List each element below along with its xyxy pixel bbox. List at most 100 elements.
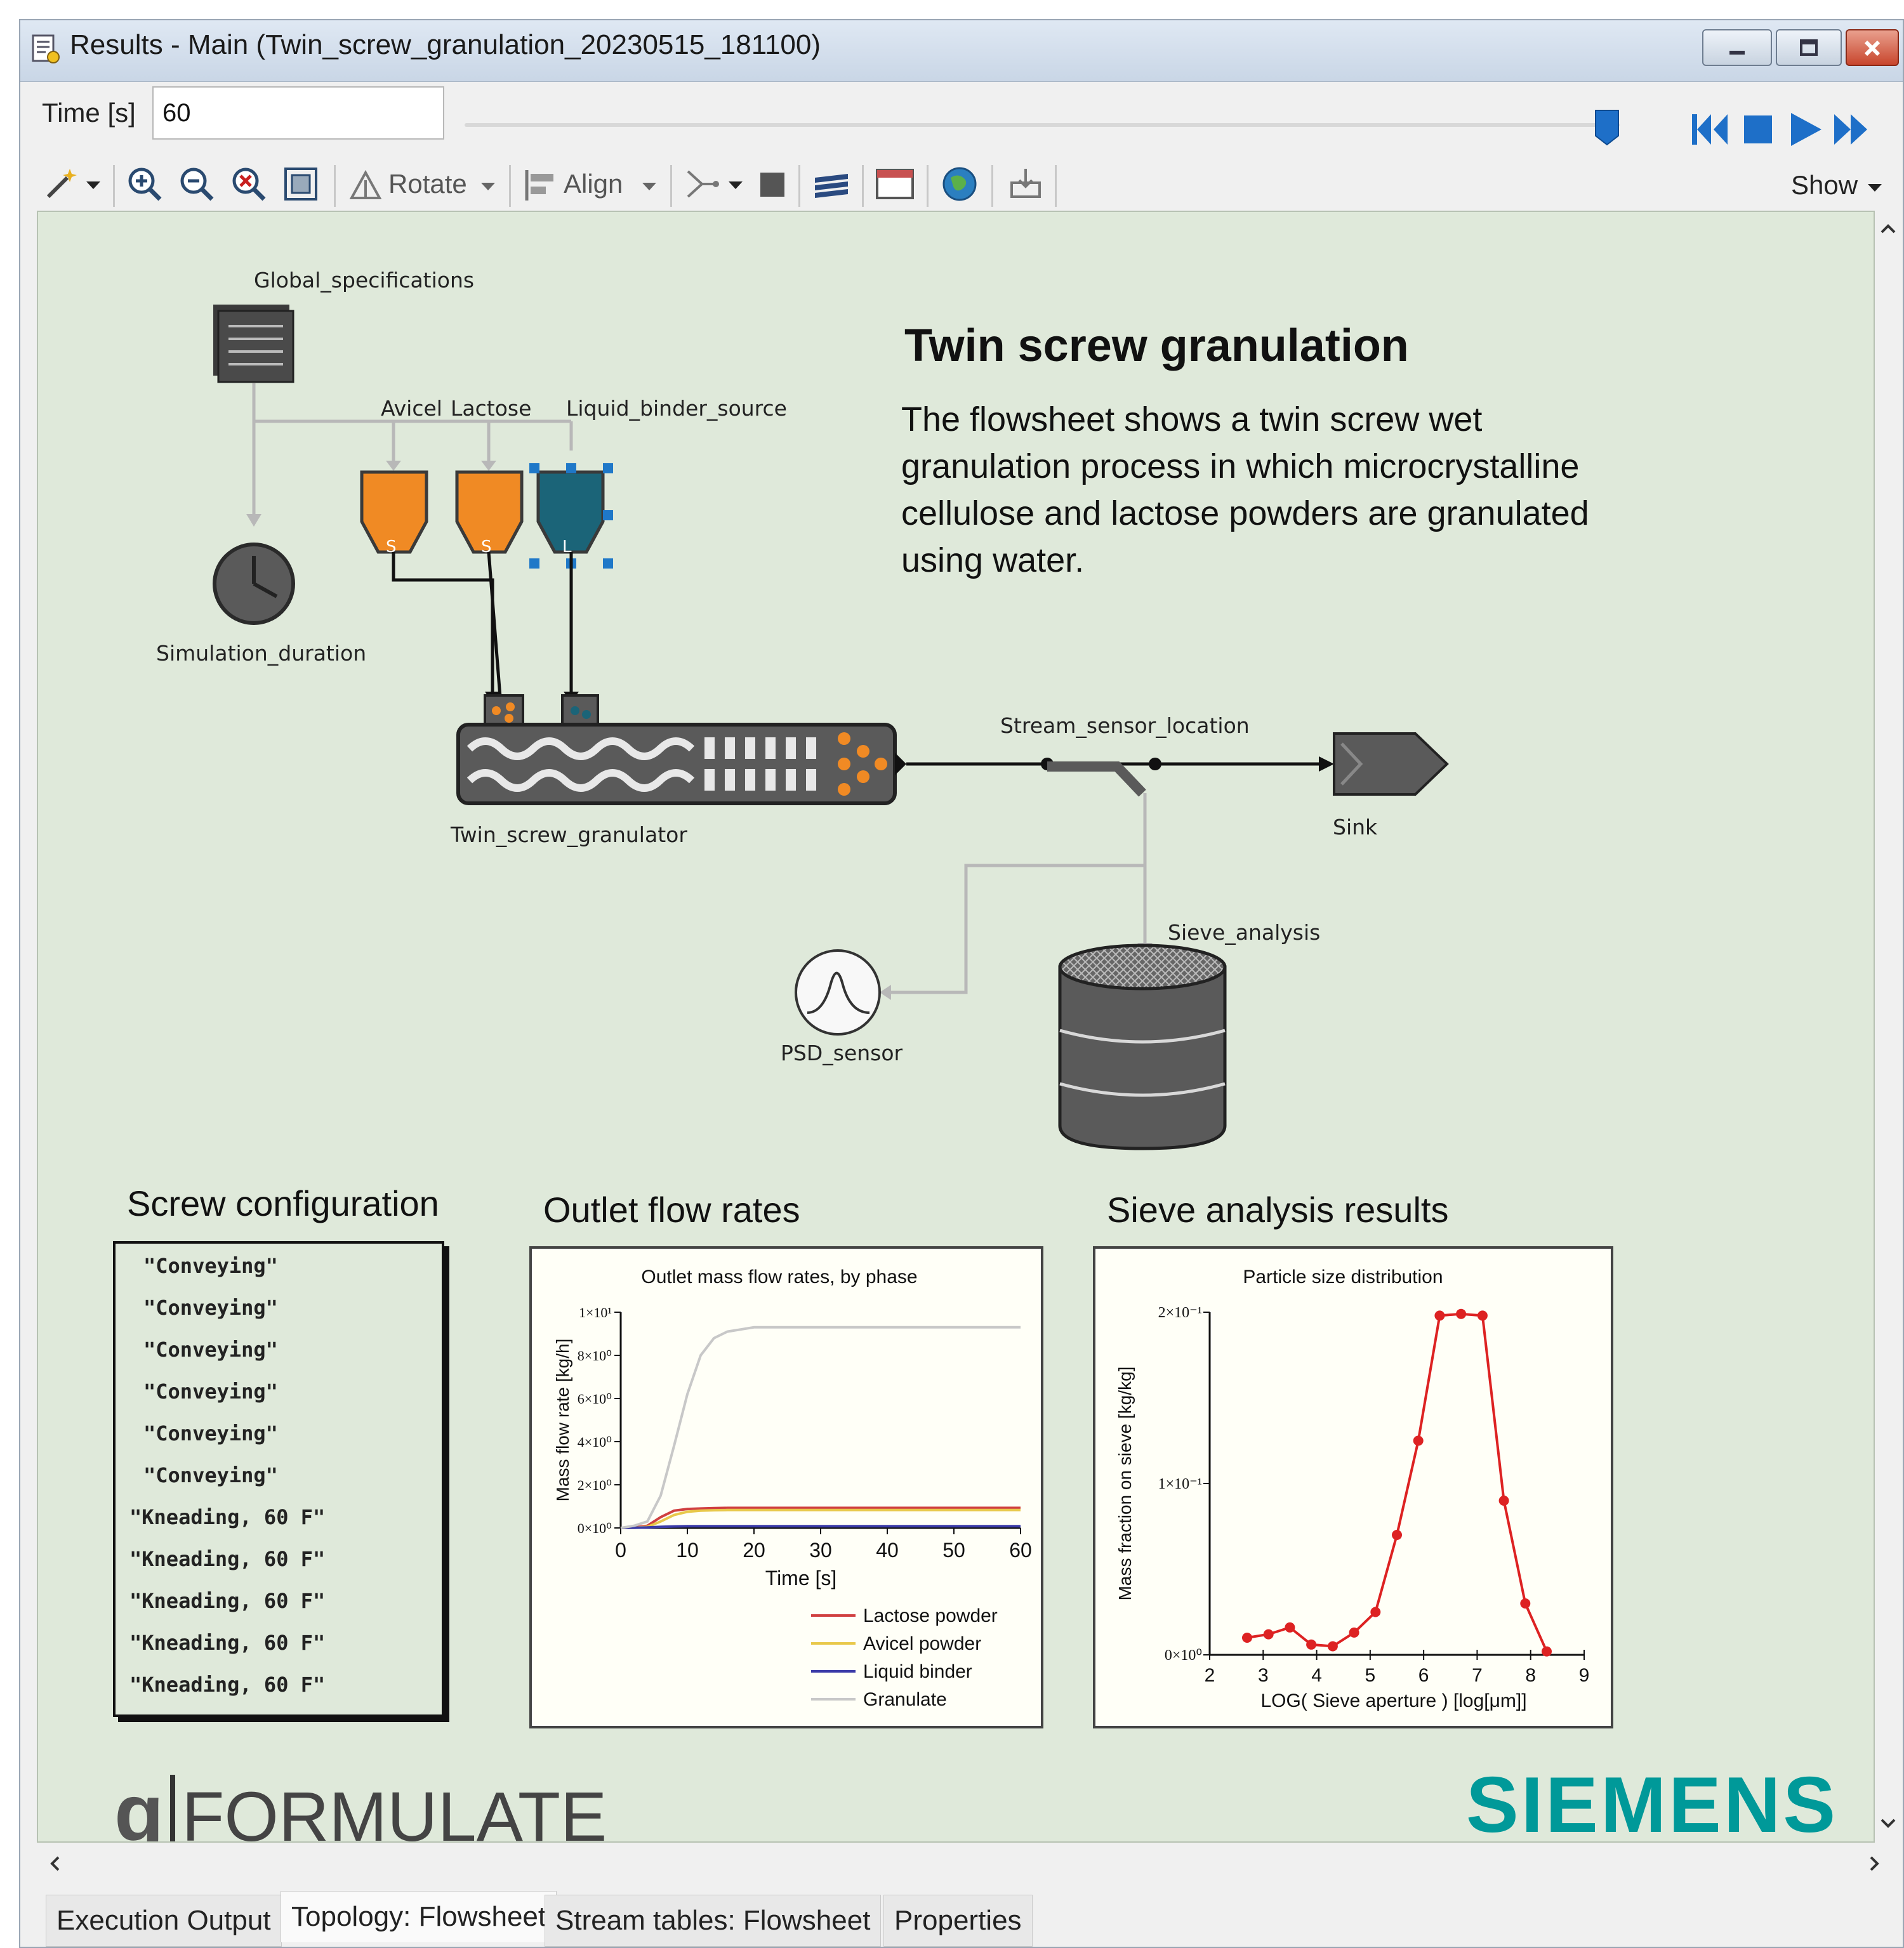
source-marker: L xyxy=(562,537,572,556)
toolbar-separator xyxy=(334,165,336,207)
chevron-down-icon[interactable] xyxy=(1879,1813,1898,1833)
screw-config-item[interactable]: "Conveying" xyxy=(143,1379,278,1404)
screw-configuration-list[interactable]: "Conveying" "Conveying" "Conveying" "Convey… xyxy=(113,1241,444,1717)
minimize-button[interactable] xyxy=(1702,29,1772,66)
screw-config-item[interactable]: "Kneading, 60 F" xyxy=(129,1673,326,1697)
sensor-connections xyxy=(882,793,1147,994)
time-slider-track[interactable] xyxy=(465,123,1620,127)
fast-forward-button[interactable] xyxy=(1832,109,1872,150)
screw-config-item[interactable]: "Conveying" xyxy=(143,1254,278,1278)
flowsheet-canvas[interactable]: S S L xyxy=(37,211,1875,1843)
rotate-icon xyxy=(349,169,382,199)
title-bar: Results - Main (Twin_screw_granulation_2… xyxy=(20,20,1903,82)
description-title: Twin screw granulation xyxy=(904,320,1409,371)
export-icon[interactable] xyxy=(1005,165,1046,203)
y-tick-label: 0×10⁰ xyxy=(1165,1647,1202,1664)
connector-icon[interactable] xyxy=(683,165,721,203)
magic-wand-icon[interactable] xyxy=(42,165,80,203)
global-specifications-label: Global_specifications xyxy=(254,268,475,293)
screw-config-item[interactable]: "Conveying" xyxy=(143,1338,278,1362)
global-specifications-block[interactable] xyxy=(213,305,294,383)
time-input[interactable]: 60 xyxy=(152,86,444,140)
fit-to-window-icon[interactable] xyxy=(282,165,320,203)
time-bar: Time [s] 60 xyxy=(20,82,1903,146)
globe-icon[interactable] xyxy=(939,165,980,203)
screw-config-item[interactable]: "Kneading, 60 F" xyxy=(129,1547,326,1571)
x-axis-label: Time [s] xyxy=(765,1567,837,1589)
gformulate-logo-text: FORMULATE xyxy=(182,1778,607,1843)
x-tick-label: 2 xyxy=(1205,1665,1215,1686)
sieve-analysis-label: Sieve_analysis xyxy=(1168,920,1321,945)
square-shape-icon[interactable] xyxy=(757,165,788,203)
chevron-up-icon[interactable] xyxy=(1879,220,1898,239)
zoom-in-icon[interactable] xyxy=(126,165,164,203)
series-line-lactose-powder xyxy=(620,1506,1021,1529)
close-button[interactable] xyxy=(1846,29,1899,66)
lactose-source-hopper[interactable]: S xyxy=(455,470,524,556)
screw-config-item[interactable]: "Conveying" xyxy=(143,1296,278,1320)
liquid-binder-source-hopper[interactable]: L xyxy=(529,463,613,569)
series-line-avicel-powder xyxy=(620,1508,1021,1529)
chevron-right-icon[interactable] xyxy=(1865,1854,1884,1873)
zoom-reset-icon[interactable] xyxy=(230,165,268,203)
twin-screw-granulator-label: Twin_screw_granulator xyxy=(451,822,687,847)
chevron-down-icon[interactable] xyxy=(84,165,103,203)
x-tick-label: 10 xyxy=(676,1539,699,1562)
screw-config-item[interactable]: "Kneading, 60 F" xyxy=(129,1714,325,1717)
screw-config-item[interactable]: "Kneading, 60 F" xyxy=(129,1505,326,1529)
psd-data-point xyxy=(1413,1435,1424,1446)
tab-execution-output[interactable]: Execution Output xyxy=(46,1895,282,1947)
x-axis-label: LOG( Sieve aperture ) [log[μm]] xyxy=(1260,1690,1526,1711)
horizontal-scrollbar[interactable] xyxy=(37,1843,1901,1885)
tab-stream-tables-flowsheet[interactable]: Stream tables: Flowsheet xyxy=(545,1895,882,1947)
y-tick-label: 2×10⁰ xyxy=(578,1477,612,1493)
maximize-button[interactable] xyxy=(1776,29,1842,66)
legend-label: Lactose powder xyxy=(863,1605,998,1626)
chevron-left-icon[interactable] xyxy=(46,1854,65,1873)
toolbar-separator xyxy=(798,165,800,207)
twin-screw-granulator-unit[interactable] xyxy=(456,694,906,805)
zoom-out-icon[interactable] xyxy=(178,165,216,203)
y-tick-label: 1×10¹ xyxy=(579,1305,612,1320)
rewind-button[interactable] xyxy=(1689,109,1730,150)
screw-config-item[interactable]: "Conveying" xyxy=(143,1463,278,1487)
x-tick-label: 0 xyxy=(615,1539,626,1562)
liquid-binder-label: Liquid_binder_source xyxy=(566,396,787,421)
clock-icon[interactable] xyxy=(213,543,295,625)
screw-config-item[interactable]: "Conveying" xyxy=(143,1421,278,1445)
selection-handles[interactable] xyxy=(529,463,613,569)
psd-data-point xyxy=(1285,1622,1295,1633)
chevron-down-icon[interactable] xyxy=(726,165,745,203)
stream-sensor-label: Stream_sensor_location xyxy=(1000,713,1250,738)
play-button[interactable] xyxy=(1785,109,1825,150)
layers-icon[interactable] xyxy=(811,165,852,203)
screw-config-item[interactable]: "Kneading, 60 F" xyxy=(129,1631,326,1655)
psd-data-point xyxy=(1498,1496,1509,1506)
avicel-source-hopper[interactable]: S xyxy=(360,470,428,556)
window-view-icon[interactable] xyxy=(875,165,915,203)
psd-data-point xyxy=(1263,1629,1274,1640)
x-tick-label: 4 xyxy=(1311,1665,1322,1686)
show-menu-button[interactable]: Show xyxy=(1791,170,1884,201)
screw-config-item[interactable]: "Kneading, 60 F" xyxy=(129,1589,326,1613)
toolbar: Rotate Align xyxy=(20,147,1903,211)
sensor-arrowhead xyxy=(880,985,891,1000)
x-tick-label: 5 xyxy=(1365,1665,1376,1686)
vertical-scrollbar[interactable] xyxy=(1875,211,1901,1843)
spec-connections xyxy=(252,383,573,523)
sieve-analysis-unit[interactable] xyxy=(1058,944,1227,1150)
tab-properties[interactable]: Properties xyxy=(883,1895,1033,1947)
tab-topology-flowsheet[interactable]: Topology: Flowsheet xyxy=(281,1891,557,1942)
psd-sensor-icon[interactable] xyxy=(795,949,881,1036)
stop-button[interactable] xyxy=(1738,109,1778,150)
toolbar-separator xyxy=(927,165,929,207)
toolbar-separator xyxy=(670,165,672,207)
sieve-analysis-results-title: Sieve analysis results xyxy=(1107,1190,1449,1230)
x-tick-label: 8 xyxy=(1525,1665,1536,1686)
time-slider-thumb[interactable] xyxy=(1594,109,1620,146)
sink-unit[interactable] xyxy=(1333,732,1449,796)
y-tick-label: 2×10⁻¹ xyxy=(1158,1305,1202,1321)
